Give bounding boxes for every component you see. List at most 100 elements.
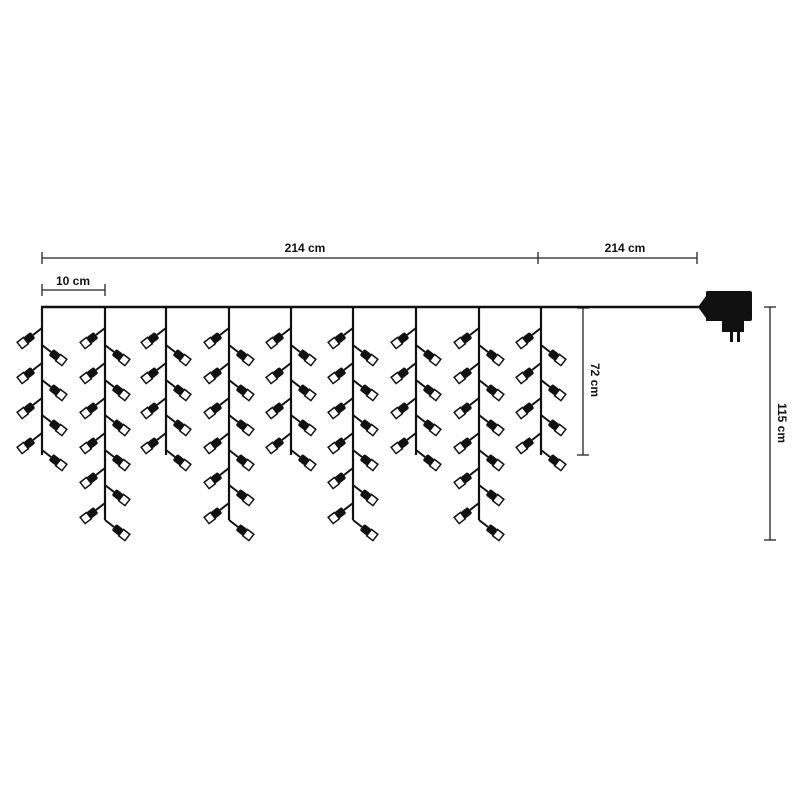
bulb-icon (41, 344, 68, 367)
bulb-icon (104, 344, 131, 367)
bulb-icon (327, 502, 354, 525)
dimension-long-drop (764, 306, 776, 541)
bulb-icon (203, 397, 230, 420)
bulb-icon (390, 397, 417, 420)
bulb-icon (104, 484, 131, 507)
bulb-icon (104, 449, 131, 472)
strand-long (453, 307, 505, 542)
bulb-icon (515, 362, 542, 385)
bulb-icon (140, 362, 167, 385)
bulb-icon (478, 414, 505, 437)
bulb-icon (290, 344, 317, 367)
bulb-icon (265, 362, 292, 385)
bulb-icon (104, 519, 131, 542)
bulb-icon (203, 432, 230, 455)
bulb-icon (228, 449, 255, 472)
bulb-icon (140, 432, 167, 455)
bulb-icon (352, 449, 379, 472)
dimension-spacing (41, 284, 106, 296)
strand-short (390, 307, 442, 472)
strand-long (203, 307, 255, 542)
strand-short (265, 307, 317, 472)
dimension-short-drop (577, 307, 589, 456)
bulb-icon (327, 467, 354, 490)
bulb-icon (415, 344, 442, 367)
bulb-icon (228, 379, 255, 402)
bulb-icon (478, 344, 505, 367)
bulb-icon (352, 484, 379, 507)
bulb-icon (515, 397, 542, 420)
bulb-icon (16, 327, 43, 350)
bulb-icon (390, 327, 417, 350)
bulb-icon (165, 449, 192, 472)
bulb-icon (453, 397, 480, 420)
strand-short (140, 307, 192, 472)
bulb-icon (203, 327, 230, 350)
bulb-icon (203, 362, 230, 385)
bulb-icon (390, 362, 417, 385)
bulb-icon (478, 484, 505, 507)
bulb-icon (79, 362, 106, 385)
bulb-icon (290, 379, 317, 402)
bulb-icon (16, 362, 43, 385)
bulb-icon (228, 519, 255, 542)
bulb-icon (290, 414, 317, 437)
bulb-icon (203, 502, 230, 525)
bulb-icon (79, 432, 106, 455)
bulb-icon (140, 327, 167, 350)
bulb-icon (327, 327, 354, 350)
bulb-icon (453, 327, 480, 350)
bulb-icon (165, 379, 192, 402)
bulb-icon (327, 432, 354, 455)
bulb-icon (515, 327, 542, 350)
bulb-icon (453, 362, 480, 385)
bulb-icon (453, 502, 480, 525)
bulb-icon (415, 379, 442, 402)
spacing-label: 10 cm (56, 274, 90, 288)
strand-long (327, 307, 379, 542)
power-adapter-icon (698, 291, 752, 342)
bulb-icon (453, 467, 480, 490)
bulb-icon (515, 432, 542, 455)
bulb-icon (540, 449, 567, 472)
bulb-icon (165, 414, 192, 437)
bulb-icon (16, 397, 43, 420)
lead-label: 214 cm (605, 241, 646, 255)
bulb-icon (478, 449, 505, 472)
bulb-icon (540, 344, 567, 367)
bulb-icon (453, 432, 480, 455)
bulb-icon (41, 449, 68, 472)
bulb-icon (327, 397, 354, 420)
bulb-icon (104, 379, 131, 402)
bulb-icon (203, 467, 230, 490)
bulb-icon (352, 344, 379, 367)
bulb-icon (540, 379, 567, 402)
bulb-icon (228, 344, 255, 367)
bulb-icon (540, 414, 567, 437)
strand-long (79, 307, 131, 542)
bulb-icon (415, 449, 442, 472)
strand-short (16, 307, 68, 472)
bulb-icon (228, 414, 255, 437)
bulb-icon (265, 327, 292, 350)
bulb-icon (352, 519, 379, 542)
bulb-icon (16, 432, 43, 455)
bulb-icon (327, 362, 354, 385)
bulb-icon (104, 414, 131, 437)
bulb-icon (79, 327, 106, 350)
bulb-icon (415, 414, 442, 437)
bulb-icon (41, 414, 68, 437)
bulb-icon (165, 344, 192, 367)
bulb-icon (228, 484, 255, 507)
dimension-lead (538, 252, 698, 264)
bulb-icon (79, 397, 106, 420)
bulb-icon (265, 397, 292, 420)
strand-short (515, 307, 567, 472)
bulb-icon (352, 379, 379, 402)
bulb-icon (140, 397, 167, 420)
bulb-icon (352, 414, 379, 437)
bulb-icon (79, 467, 106, 490)
bulb-icon (478, 519, 505, 542)
width-label: 214 cm (285, 241, 326, 255)
